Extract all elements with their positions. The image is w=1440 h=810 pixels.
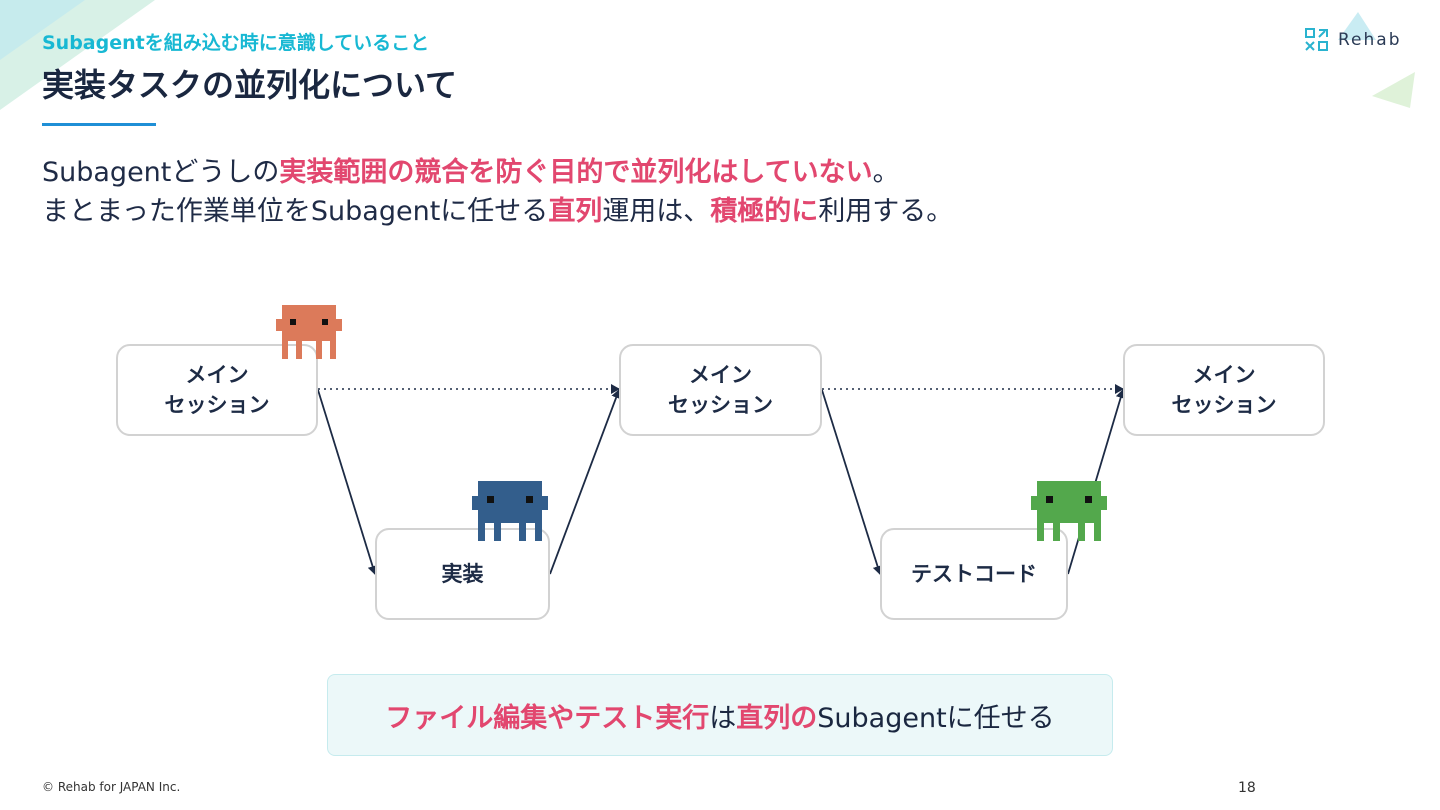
subagent-test-box: テストコード (880, 528, 1068, 620)
arrow-main1-to-impl (318, 390, 375, 574)
box-label: メイン (689, 360, 752, 390)
arrow-main2-to-test (822, 390, 880, 574)
box-label: 実装 (442, 559, 484, 589)
box-label: セッション (165, 390, 270, 420)
blue-agent-icon (472, 481, 548, 541)
arrow-impl-to-main2 (550, 390, 619, 574)
green-agent-icon (1031, 481, 1107, 541)
box-label: セッション (668, 390, 773, 420)
box-label: テストコード (911, 559, 1037, 589)
main-session-box-2: メイン セッション (619, 344, 822, 436)
callout-highlight: 直列の (736, 696, 817, 735)
orange-agent-icon (276, 305, 342, 359)
callout-text: Subagentに任せる (817, 696, 1054, 735)
copyright-footer: © Rehab for JAPAN Inc. (42, 780, 180, 794)
box-label: メイン (1193, 360, 1256, 390)
callout-text: は (709, 696, 736, 735)
box-label: メイン (186, 360, 249, 390)
callout-highlight: ファイル編集やテスト実行 (385, 696, 709, 735)
box-label: セッション (1172, 390, 1277, 420)
subagent-impl-box: 実装 (375, 528, 550, 620)
main-session-box-3: メイン セッション (1123, 344, 1325, 436)
page-number: 18 (1238, 780, 1256, 796)
